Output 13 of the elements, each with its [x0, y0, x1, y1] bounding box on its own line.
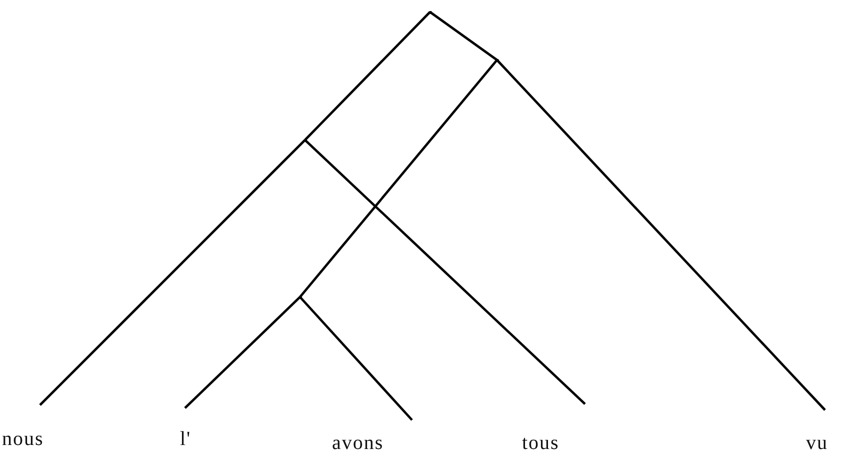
word-label: tous [522, 432, 560, 454]
tree-branch [304, 11, 431, 141]
tree-branch [429, 11, 498, 61]
tree-branch [304, 139, 586, 405]
word-label: avons [332, 432, 384, 454]
tree-branch [39, 139, 306, 406]
tree-branch [299, 296, 413, 421]
tree-branch [299, 59, 498, 298]
word-label: nous [2, 428, 44, 450]
word-label: l' [180, 428, 192, 450]
tree-branch [496, 59, 826, 411]
tree-branch [184, 296, 301, 409]
word-label: vu [806, 432, 828, 454]
